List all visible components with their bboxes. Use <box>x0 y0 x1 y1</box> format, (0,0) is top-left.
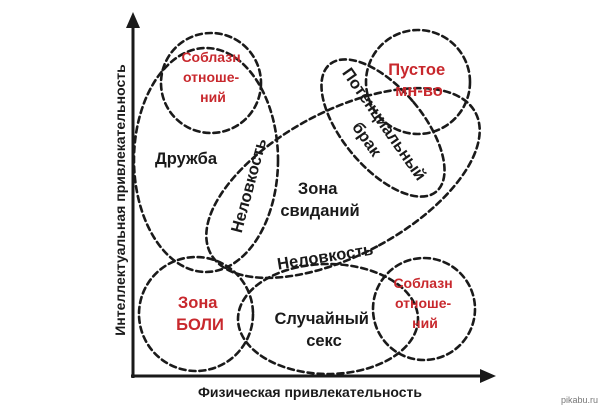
pain-zone-label: Зона БОЛИ <box>176 294 224 334</box>
dating-zone-label: Зона свиданий <box>280 180 359 220</box>
temptation-top-label: Соблазн отноше- ний <box>181 49 244 105</box>
empty-set-line-1: Пустое <box>388 61 445 79</box>
zone-outlines <box>132 28 481 376</box>
pain-zone-line-1: Зона <box>178 294 218 312</box>
zone-outline-friendship <box>132 46 280 274</box>
zone-outline-casual-sex <box>236 262 420 376</box>
zone-outline-potential-marriage <box>320 58 446 198</box>
zone-outline-temptation-bottom <box>371 256 477 362</box>
dating-zone-line-2: свиданий <box>280 202 359 220</box>
temptation-top-line-1: Соблазн <box>181 49 240 65</box>
temptation-bottom-line-2: отноше- <box>395 295 452 311</box>
temptation-bottom-line-1: Соблазн <box>393 275 452 291</box>
x-axis-arrow-icon <box>480 369 496 383</box>
casual-sex-label: Случайный секс <box>274 310 373 350</box>
zone-outline-pain <box>137 255 255 373</box>
y-axis-arrow-icon <box>126 12 140 28</box>
empty-set-line-2: мн-во <box>395 82 443 100</box>
temptation-bottom-label: Соблазн отноше- ний <box>393 275 456 331</box>
zone-outline-dating <box>205 86 481 280</box>
dating-zone-line-1: Зона <box>298 180 338 198</box>
casual-sex-line-2: секс <box>306 332 342 350</box>
y-axis-label: Интеллектуальная привлекательность <box>112 64 128 336</box>
empty-set-label: Пустое мн-во <box>388 61 450 100</box>
temptation-top-line-2: отноше- <box>183 69 240 85</box>
pain-zone-line-2: БОЛИ <box>176 316 224 334</box>
watermark: pikabu.ru <box>561 395 598 405</box>
friendship-label: Дружба <box>155 150 218 168</box>
zone-labels: Соблазн отноше- ний Пустое мн-во Дружба … <box>155 49 456 350</box>
axes: Физическая привлекательность Интеллектуа… <box>112 12 496 400</box>
casual-sex-line-1: Случайный <box>274 310 368 328</box>
x-axis-label: Физическая привлекательность <box>198 384 422 400</box>
zone-outline-empty-set <box>364 28 472 136</box>
awkward-vertical-label: Неловкость <box>228 137 270 235</box>
temptation-top-line-3: ний <box>200 89 226 105</box>
temptation-bottom-line-3: ний <box>412 315 438 331</box>
zone-outline-temptation-top <box>159 31 263 135</box>
